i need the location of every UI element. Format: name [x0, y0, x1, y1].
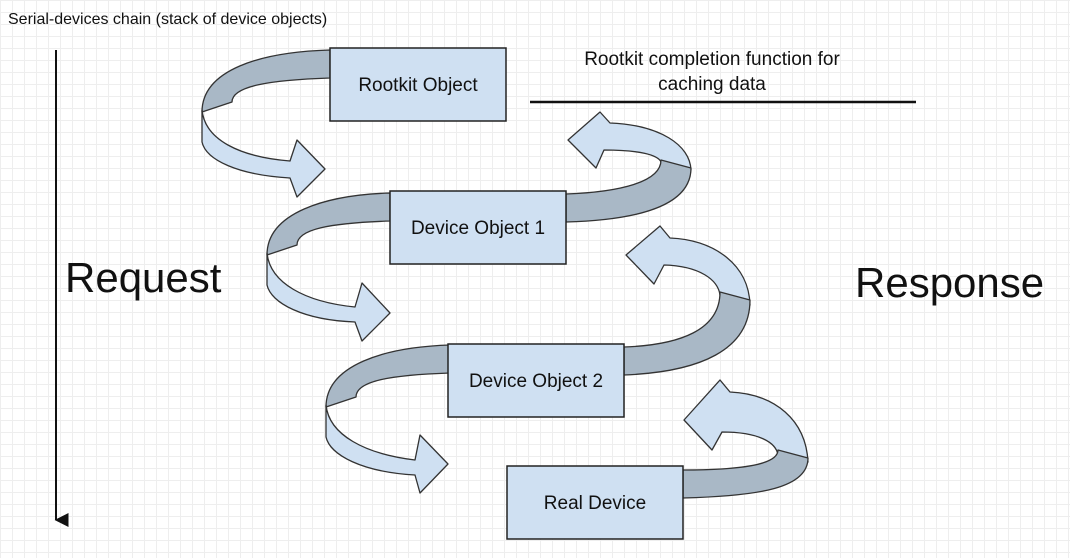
response-curl-arrow-2 [623, 225, 751, 376]
real-device-box: Real Device [506, 465, 684, 540]
completion-label-line-1: Rootkit completion function for [584, 49, 840, 70]
device-object-2-label: Device Object 2 [469, 371, 603, 392]
request-curl-arrow-2 [266, 192, 391, 342]
chain-title: Serial-devices chain (stack of device ob… [8, 11, 327, 28]
completion-label-line-2: caching data [658, 74, 766, 95]
request-curl-arrow-3 [325, 344, 451, 494]
device-object-1-box: Device Object 1 [389, 190, 567, 265]
rootkit-object-box: Rootkit Object [329, 47, 507, 122]
rootkit-object-label: Rootkit Object [358, 75, 478, 96]
real-device-label: Real Device [544, 493, 646, 514]
response-curl-arrow-3 [682, 379, 809, 499]
device-object-2-box: Device Object 2 [447, 343, 625, 418]
request-label: Request [65, 254, 222, 301]
response-label: Response [855, 259, 1044, 306]
response-curl-arrow-1 [565, 111, 692, 223]
device-object-1-label: Device Object 1 [411, 218, 545, 239]
request-curl-arrow-1 [201, 49, 331, 198]
